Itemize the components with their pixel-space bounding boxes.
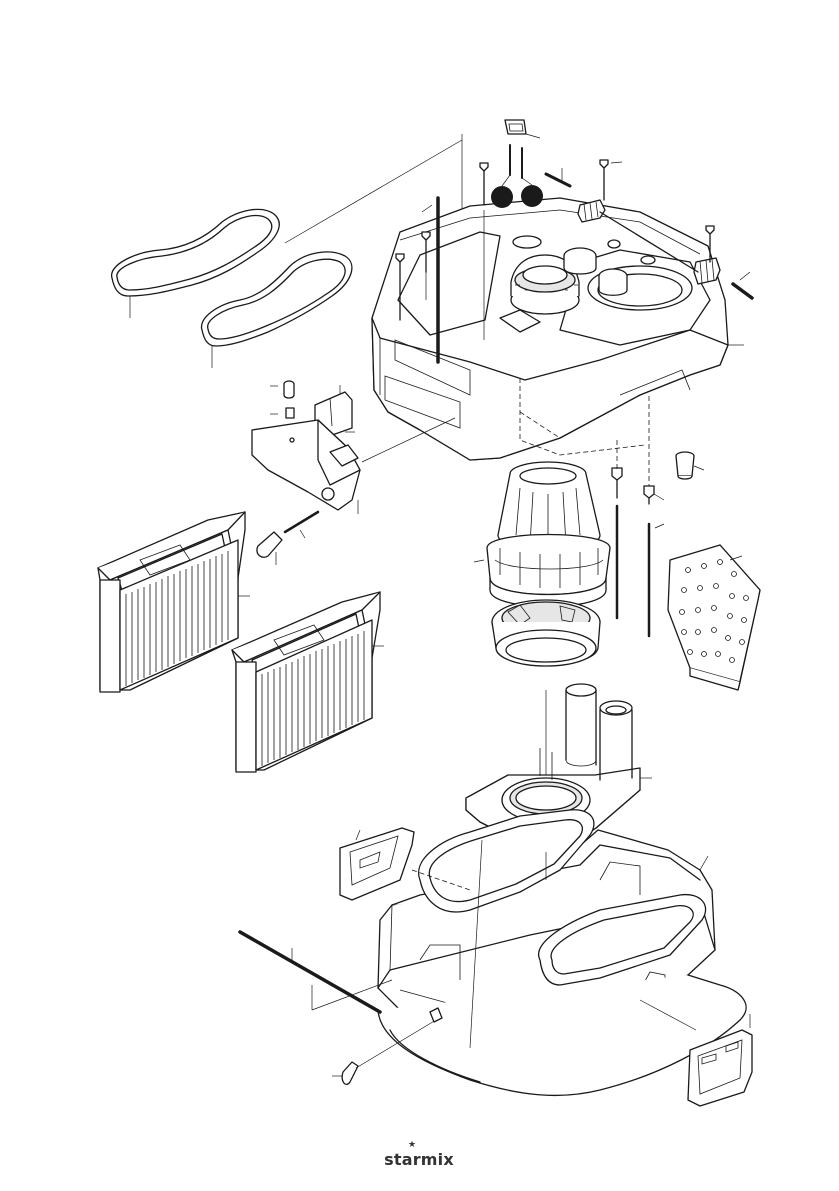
filter-holder-bracket xyxy=(252,418,455,514)
brand-star-icon: ★ xyxy=(408,1140,416,1150)
filter-pin xyxy=(257,512,318,565)
motor-fan-unit xyxy=(474,462,610,607)
brand-logo: starmix xyxy=(384,1150,454,1169)
switch-assembly xyxy=(491,120,543,208)
small-sleeve xyxy=(270,381,294,418)
motor-screws xyxy=(612,396,664,636)
sound-insulation-pad xyxy=(668,545,760,690)
push-rod xyxy=(240,932,392,1012)
screw-4 xyxy=(600,160,608,200)
roller-right xyxy=(694,258,720,284)
screw-plug xyxy=(676,452,704,479)
motor-mount-ring xyxy=(492,600,600,666)
filter-cartridge-2 xyxy=(232,592,384,772)
filter-cartridge-1 xyxy=(98,512,250,692)
screw-3 xyxy=(480,163,488,205)
